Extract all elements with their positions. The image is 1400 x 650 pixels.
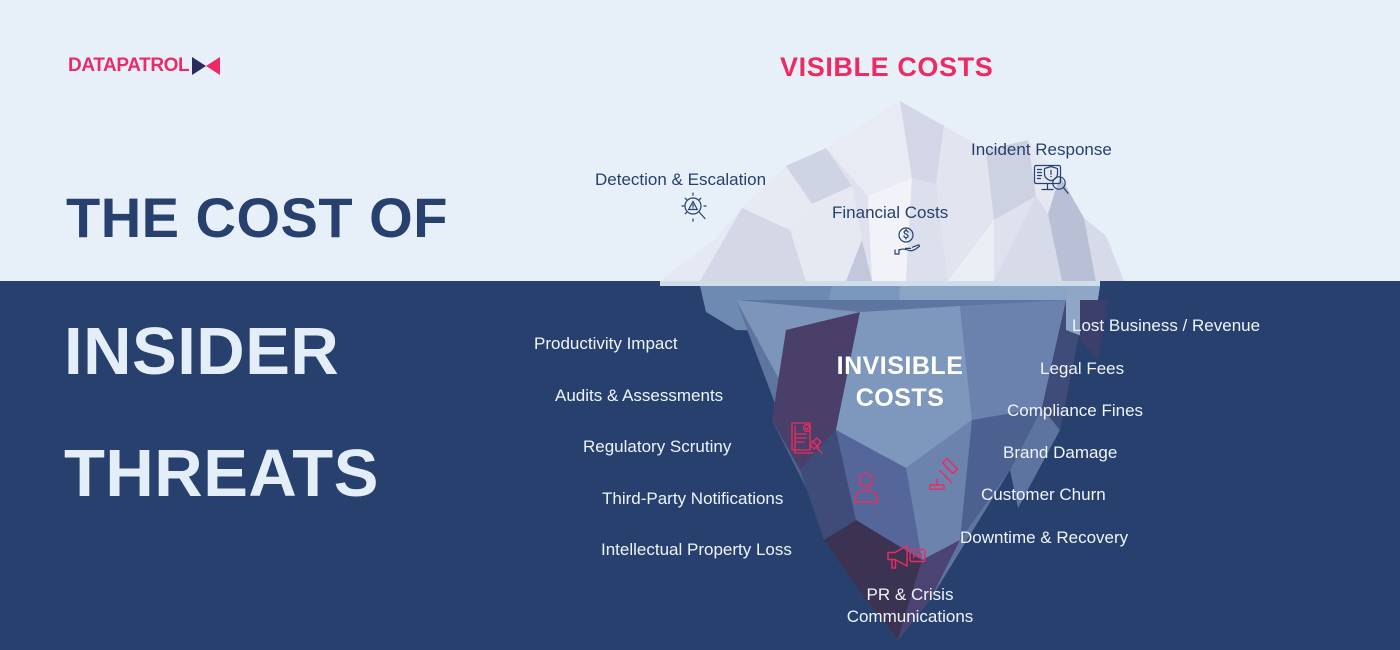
gavel-icon xyxy=(929,457,959,490)
label-lost-business-revenue: Lost Business / Revenue xyxy=(1072,316,1261,335)
label-financial-costs: Financial Costs xyxy=(832,203,949,222)
invisible-costs-title-line1: INVISIBLE xyxy=(836,352,964,380)
label-compliance-fines: Compliance Fines xyxy=(1007,401,1144,420)
label-pr-crisis-communications: PR & Crisis Communications xyxy=(820,584,1000,629)
label-productivity-impact: Productivity Impact xyxy=(534,334,678,353)
megaphone-pr-icon: PR xyxy=(887,544,926,569)
document-gavel-icon xyxy=(791,422,823,454)
magnifier-warning-icon xyxy=(681,192,707,222)
headline-the-cost-of: THE COST OF xyxy=(66,186,448,249)
brand-wordmark: DATAPATROL xyxy=(68,55,190,76)
label-pr-crisis-line2: Communications xyxy=(846,607,974,627)
label-incident-response: Incident Response xyxy=(971,140,1112,159)
svg-text:PR: PR xyxy=(912,552,923,561)
invisible-costs-title-line2: COSTS xyxy=(855,384,945,412)
label-brand-damage: Brand Damage xyxy=(1003,443,1118,462)
headline-insider: INSIDER xyxy=(64,314,340,389)
bowtie-play-mark-icon xyxy=(192,57,221,75)
person-icon xyxy=(853,472,879,503)
label-pr-crisis-line1: PR & Crisis xyxy=(866,585,954,604)
label-customer-churn: Customer Churn xyxy=(981,485,1106,504)
label-intellectual-property-loss: Intellectual Property Loss xyxy=(601,540,792,559)
label-audits-assessments: Audits & Assessments xyxy=(555,386,724,405)
label-regulatory-scrutiny: Regulatory Scrutiny xyxy=(583,437,732,456)
label-detection-escalation: Detection & Escalation xyxy=(595,170,767,189)
invisible-costs-title: INVISIBLE COSTS xyxy=(822,350,978,414)
monitor-shield-search-icon xyxy=(1033,164,1069,194)
hand-dollar-icon xyxy=(894,227,921,255)
label-downtime-recovery: Downtime & Recovery xyxy=(960,528,1129,547)
label-third-party-notifications: Third-Party Notifications xyxy=(602,489,784,508)
headline-threats: THREATS xyxy=(64,436,379,511)
visible-costs-title: VISIBLE COSTS xyxy=(780,52,994,82)
label-legal-fees: Legal Fees xyxy=(1040,359,1125,378)
sea-band xyxy=(0,281,1400,650)
brand-logo[interactable]: DATAPATROL xyxy=(68,55,221,77)
